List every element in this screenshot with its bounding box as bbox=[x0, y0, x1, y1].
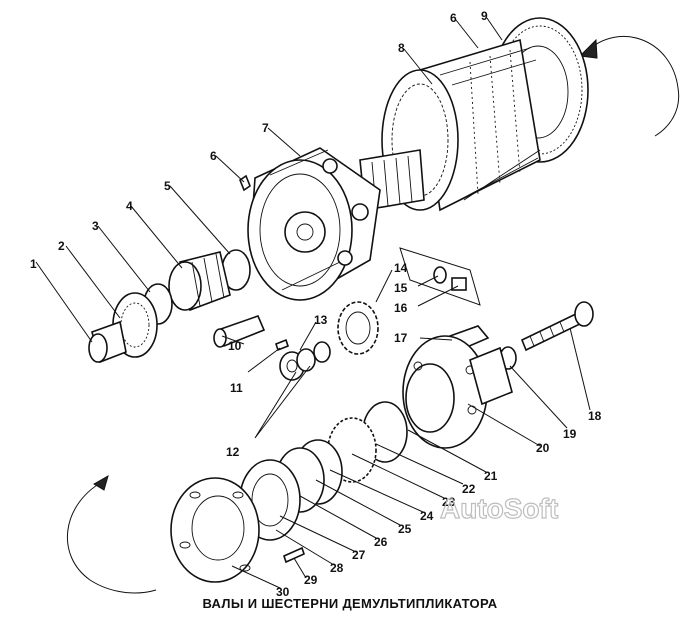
label-28: 28 bbox=[330, 561, 344, 575]
label-8: 8 bbox=[398, 41, 405, 55]
label-1: 1 bbox=[30, 257, 37, 271]
rotation-arrowhead-bottom-left bbox=[93, 474, 109, 491]
label-25: 25 bbox=[398, 522, 412, 536]
cover-plate-30 bbox=[170, 477, 260, 583]
rotation-arrow-top-right bbox=[585, 36, 680, 137]
label-24: 24 bbox=[420, 509, 434, 523]
small-pin-11 bbox=[275, 338, 289, 352]
label-4: 4 bbox=[126, 199, 133, 213]
label-27: 27 bbox=[352, 548, 366, 562]
label-16: 16 bbox=[394, 301, 408, 315]
label-9: 9 bbox=[481, 9, 488, 23]
label-14: 14 bbox=[394, 261, 408, 275]
watermark: AutoSoft bbox=[440, 493, 558, 524]
label-21: 21 bbox=[484, 469, 498, 483]
tab-6 bbox=[239, 174, 251, 192]
label-23: 23 bbox=[442, 495, 456, 509]
label-22: 22 bbox=[462, 482, 476, 496]
label-17: 17 bbox=[394, 331, 408, 345]
pin-29 bbox=[283, 546, 305, 564]
label-20: 20 bbox=[536, 441, 550, 455]
washers-12-13 bbox=[279, 341, 331, 381]
label-12: 12 bbox=[226, 445, 240, 459]
label-10: 10 bbox=[228, 339, 242, 353]
label-19: 19 bbox=[563, 427, 577, 441]
label-3: 3 bbox=[92, 219, 99, 233]
label-6-upper: 6 bbox=[450, 11, 457, 25]
flange-20 bbox=[402, 335, 488, 449]
label-7: 7 bbox=[262, 121, 269, 135]
rotation-arrowhead-top-right bbox=[578, 38, 598, 59]
callout-box-15-16 bbox=[399, 247, 481, 306]
rotation-arrow-bottom-left bbox=[66, 481, 157, 594]
planet-gear-14 bbox=[337, 301, 379, 355]
sleeve-gear-4 bbox=[168, 251, 231, 312]
leader-lines bbox=[35, 17, 591, 589]
part-labels: 1 2 3 4 5 6 7 8 6 9 10 11 12 13 14 15 16… bbox=[30, 9, 602, 599]
label-26: 26 bbox=[374, 535, 388, 549]
label-11: 11 bbox=[230, 381, 243, 395]
bearing-1 bbox=[88, 320, 127, 364]
label-2: 2 bbox=[58, 239, 65, 253]
label-5: 5 bbox=[164, 179, 171, 193]
diagram-caption: ВАЛЫ И ШЕСТЕРНИ ДЕМУЛЬТИПЛИКАТОРА bbox=[202, 596, 498, 611]
label-6-lower: 6 bbox=[210, 149, 217, 163]
label-29: 29 bbox=[304, 573, 318, 587]
label-18: 18 bbox=[588, 409, 602, 423]
bolt-18 bbox=[520, 301, 594, 352]
label-30: 30 bbox=[276, 585, 290, 599]
planet-carrier-7 bbox=[247, 147, 381, 301]
label-13: 13 bbox=[314, 313, 328, 327]
plate-21 bbox=[469, 346, 513, 406]
label-15: 15 bbox=[394, 281, 408, 295]
